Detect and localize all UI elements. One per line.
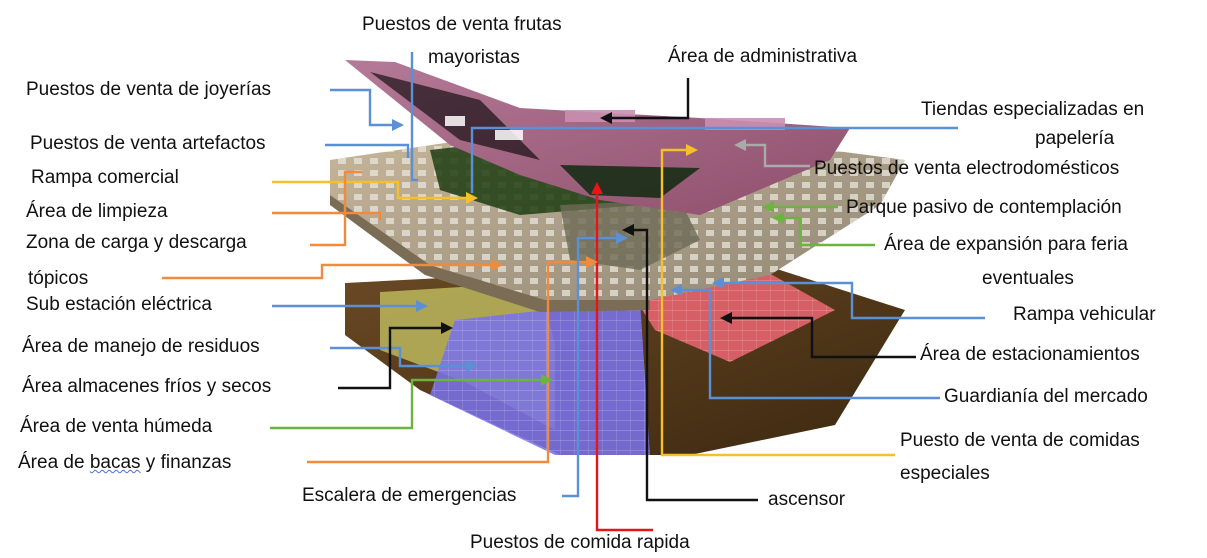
- leader-expansion: [780, 216, 875, 247]
- label-topicos: tópicos: [28, 268, 89, 289]
- label-bacas-prefix: Área de: [18, 452, 90, 473]
- leader-joyerias: [330, 88, 398, 127]
- leader-rampa-comercial: [272, 180, 470, 200]
- leader-rampa-vehicular: [720, 281, 985, 320]
- arrowhead-comidas: [686, 144, 698, 156]
- label-parque: Parque pasivo de contemplación: [846, 197, 1122, 218]
- label-rampa-comercial: Rampa comercial: [31, 167, 179, 188]
- label-rampa-vehicular: Rampa vehicular: [1013, 304, 1156, 325]
- label-bacas: Área de bacas y finanzas: [18, 452, 231, 474]
- leader-carga: [310, 170, 362, 247]
- arrowhead-guardiania: [670, 284, 682, 296]
- label-expansion-line1: Área de expansión para feria: [884, 234, 1128, 255]
- leader-bacas: [307, 260, 590, 464]
- leader-ascensor: [630, 228, 758, 502]
- label-frutas-line1: Puestos de venta frutas: [362, 14, 562, 35]
- label-papeleria-line2: papelería: [1035, 128, 1115, 149]
- arrowhead-residuos: [466, 360, 478, 372]
- label-residuos: Área de manejo de residuos: [22, 336, 260, 357]
- leader-frutas: [410, 52, 418, 182]
- arrowhead-joyerias: [392, 119, 404, 131]
- leader-administrativa: [608, 78, 690, 120]
- label-bacas-suffix: y finanzas: [140, 452, 232, 473]
- arrowhead-escalera: [616, 232, 628, 244]
- arrowhead-almacenes: [441, 322, 453, 334]
- arrowhead-bacas: [586, 256, 598, 268]
- leader-almacenes: [338, 326, 445, 390]
- label-estacionamientos: Área de estacionamientos: [920, 344, 1140, 365]
- arrowhead-parque: [762, 201, 774, 213]
- arrowhead-ascensor: [622, 224, 634, 236]
- label-carga: Zona de carga y descarga: [26, 232, 247, 253]
- label-administrativa: Área de administrativa: [668, 46, 858, 67]
- leader-comida-rapida: [595, 190, 653, 532]
- arrow-heads: [392, 112, 784, 386]
- label-limpieza: Área de limpieza: [26, 201, 168, 222]
- label-artefactos: Puestos de venta artefactos: [30, 133, 266, 154]
- arrowhead-venta-humeda: [541, 374, 553, 386]
- arrowhead-electrodomesticos: [734, 139, 746, 151]
- label-subestacion: Sub estación eléctrica: [26, 294, 212, 315]
- label-almacenes: Área almacenes fríos y secos: [22, 376, 272, 397]
- label-guardiania: Guardianía del mercado: [944, 386, 1148, 407]
- label-electrodomesticos: Puestos de venta electrodomésticos: [814, 158, 1120, 179]
- label-comida-rapida: Puestos de comida rapida: [470, 532, 690, 553]
- label-comidas-line2: especiales: [900, 463, 990, 484]
- label-papeleria-line1: Tiendas especializadas en: [921, 99, 1145, 120]
- arrowhead-comida-rapida: [591, 182, 603, 194]
- leader-topicos: [162, 263, 495, 280]
- leader-guardiania: [678, 288, 940, 400]
- arrowhead-administrativa: [600, 112, 612, 124]
- label-bacas-word: bacas: [89, 452, 141, 473]
- label-joyerias: Puestos de venta de joyerías: [26, 79, 272, 100]
- leader-limpieza: [272, 211, 382, 220]
- label-expansion-line2: eventuales: [982, 268, 1074, 289]
- arrowhead-rampa-vehicular: [712, 277, 724, 289]
- arrowhead-rampa-comercial: [466, 192, 478, 204]
- arrowhead-topicos: [491, 259, 503, 271]
- leader-residuos: [330, 346, 470, 368]
- label-venta-humeda: Área de venta húmeda: [20, 416, 213, 437]
- leader-comidas: [660, 148, 895, 457]
- leader-venta-humeda: [270, 378, 545, 430]
- leader-electrodomesticos: [742, 143, 810, 168]
- label-comidas-line1: Puesto de venta de comidas: [900, 430, 1140, 451]
- basement-level: [345, 262, 905, 455]
- leader-escalera: [562, 236, 620, 498]
- label-ascensor: ascensor: [768, 489, 846, 510]
- leader-estacionamientos: [728, 316, 916, 359]
- label-escalera: Escalera de emergencias: [302, 485, 517, 506]
- arrowhead-expansion: [772, 212, 784, 224]
- label-frutas-line2: mayoristas: [428, 47, 520, 68]
- leader-papeleria: [470, 126, 958, 193]
- leader-lines: [162, 52, 985, 532]
- arrowhead-estacionamientos: [720, 312, 732, 324]
- arrowhead-subestacion: [416, 300, 428, 312]
- leader-artefactos: [325, 143, 410, 158]
